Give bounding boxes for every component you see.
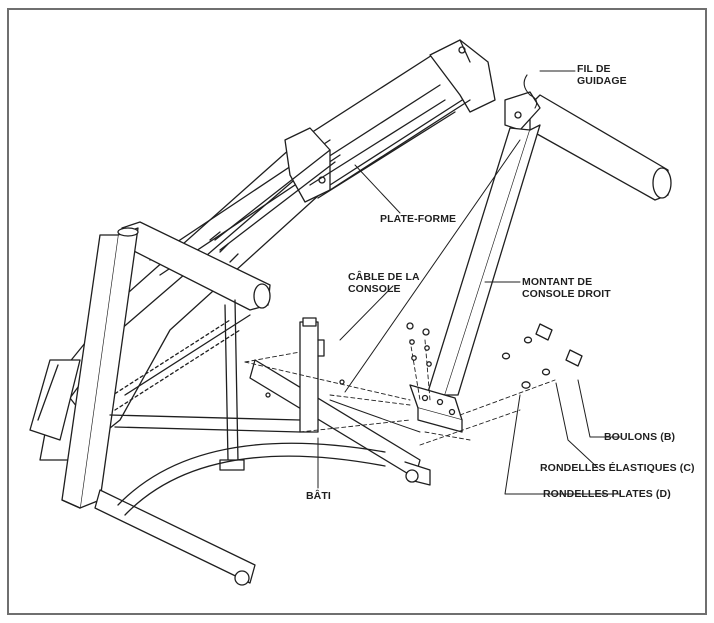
bolt-icon: [535, 323, 553, 341]
flat-washer-icon: [501, 352, 511, 360]
small-bolt-icon: [406, 322, 414, 330]
flat-washers-label: RONDELLES PLATES (D): [543, 488, 671, 500]
lock-washer-icon: [541, 368, 551, 376]
guide-wire-label-line2: GUIDAGE: [577, 75, 627, 87]
console-cable-line: [344, 139, 521, 393]
hardware-group: [406, 322, 583, 389]
assembly-guide-lines: [244, 339, 556, 446]
console-cable-curve: [329, 399, 421, 433]
bolts-label: BOULONS (B): [604, 431, 676, 443]
console-cable-label-line1: CÂBLE DE LA: [348, 271, 420, 283]
guide-wire-label-line1: FIL DE: [577, 63, 611, 75]
bolt-icon: [565, 349, 583, 367]
left-upright-assembly: [61, 221, 271, 509]
right-upright-label-line1: MONTANT DE: [522, 276, 593, 288]
callout-leaders: [317, 70, 621, 495]
lock-washers-label: RONDELLES ÉLASTIQUES (C): [540, 462, 695, 474]
lock-washer-icon: [523, 336, 533, 344]
console-cable-label-line2: CONSOLE: [348, 283, 401, 295]
guide-wire-label: FIL DE GUIDAGE: [577, 63, 627, 87]
right-upright-label: MONTANT DE CONSOLE DROIT: [522, 276, 611, 300]
right-upright-label-line2: CONSOLE DROIT: [522, 288, 611, 300]
console-cable-label: CÂBLE DE LA CONSOLE: [348, 271, 420, 295]
flat-washer-icon: [521, 381, 531, 389]
small-bolt-icon: [422, 328, 430, 336]
platform-label: PLATE-FORME: [380, 213, 457, 225]
right-console-upright: [409, 74, 672, 433]
base-label: BÂTI: [306, 490, 331, 502]
